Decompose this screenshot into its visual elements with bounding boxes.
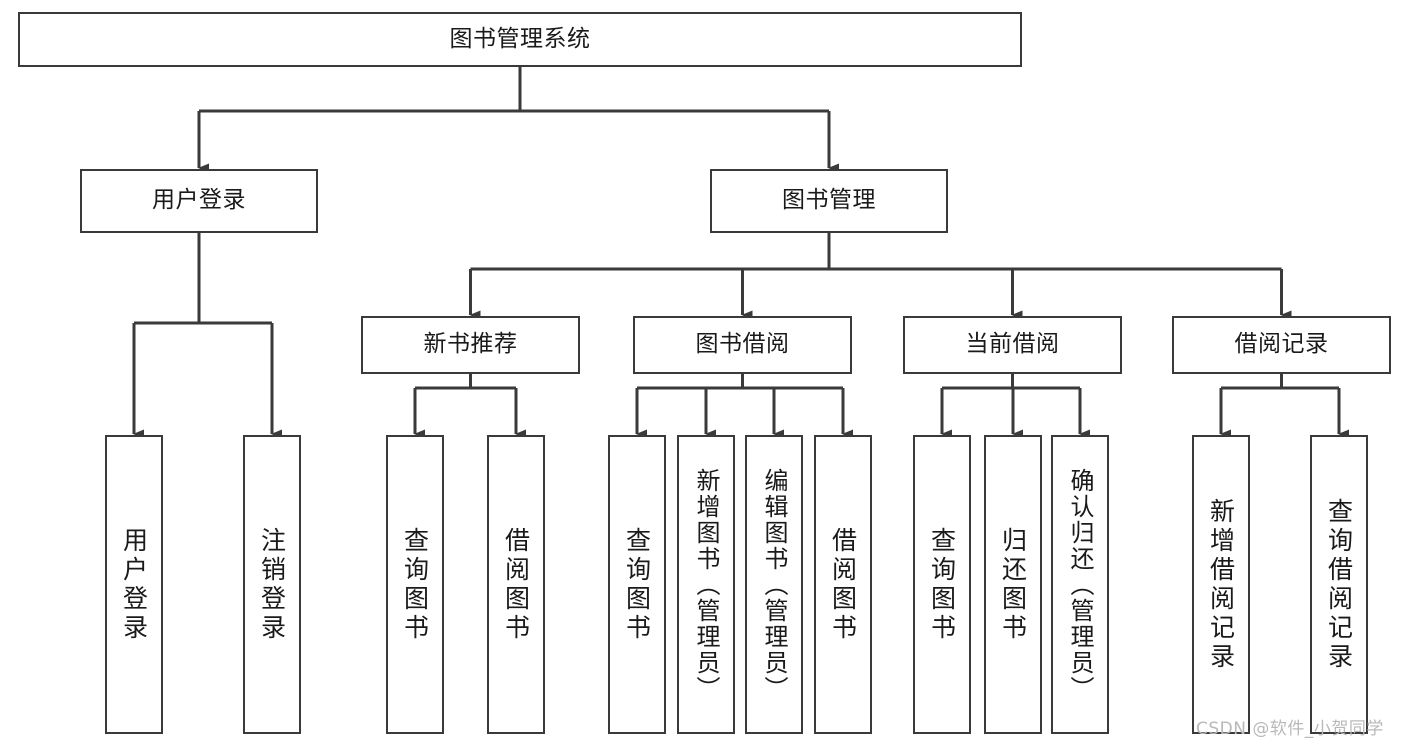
node-borrow-records-label: 借阅记录 bbox=[1234, 331, 1329, 358]
node-book-borrow[interactable]: 图书借阅 bbox=[633, 316, 852, 374]
node-leaf-confirm-return-admin[interactable]: 确认归还（管理员） bbox=[1051, 435, 1109, 734]
node-leaf-add-book-admin[interactable]: 新增图书（管理员） bbox=[677, 435, 735, 734]
node-leaf-logout-label: 注销登录 bbox=[257, 526, 287, 643]
node-leaf-user-login-label: 用户登录 bbox=[119, 526, 149, 643]
node-leaf-borrow-book-1-label: 借阅图书 bbox=[501, 526, 531, 643]
node-leaf-add-book-admin-label: 新增图书（管理员） bbox=[692, 467, 720, 702]
node-leaf-query-book-1[interactable]: 查询图书 bbox=[386, 435, 444, 734]
node-leaf-query-borrow-record-label: 查询借阅记录 bbox=[1324, 497, 1354, 672]
node-leaf-query-book-2-label: 查询图书 bbox=[622, 526, 652, 643]
node-leaf-edit-book-admin-label: 编辑图书（管理员） bbox=[760, 467, 788, 702]
node-root[interactable]: 图书管理系统 bbox=[18, 12, 1022, 67]
node-book-management[interactable]: 图书管理 bbox=[710, 169, 948, 233]
node-leaf-add-borrow-record-label: 新增借阅记录 bbox=[1206, 497, 1236, 672]
node-new-book-recommend-label: 新书推荐 bbox=[423, 331, 518, 358]
node-leaf-return-book[interactable]: 归还图书 bbox=[984, 435, 1042, 734]
node-book-borrow-label: 图书借阅 bbox=[695, 331, 790, 358]
node-user-login-label: 用户登录 bbox=[152, 187, 246, 214]
node-leaf-user-login[interactable]: 用户登录 bbox=[105, 435, 163, 734]
node-leaf-edit-book-admin[interactable]: 编辑图书（管理员） bbox=[745, 435, 803, 734]
node-leaf-query-book-1-label: 查询图书 bbox=[400, 526, 430, 643]
node-borrow-records[interactable]: 借阅记录 bbox=[1172, 316, 1391, 374]
node-leaf-query-borrow-record[interactable]: 查询借阅记录 bbox=[1310, 435, 1368, 734]
node-leaf-query-book-2[interactable]: 查询图书 bbox=[608, 435, 666, 734]
node-new-book-recommend[interactable]: 新书推荐 bbox=[361, 316, 580, 374]
watermark: CSDN @软件_小贺同学 bbox=[1196, 719, 1384, 739]
node-book-management-label: 图书管理 bbox=[782, 187, 876, 214]
node-leaf-borrow-book-2[interactable]: 借阅图书 bbox=[814, 435, 872, 734]
node-current-borrow-label: 当前借阅 bbox=[965, 331, 1060, 358]
node-leaf-query-book-3-label: 查询图书 bbox=[927, 526, 957, 643]
node-leaf-borrow-book-2-label: 借阅图书 bbox=[828, 526, 858, 643]
node-leaf-query-book-3[interactable]: 查询图书 bbox=[913, 435, 971, 734]
node-leaf-borrow-book-1[interactable]: 借阅图书 bbox=[487, 435, 545, 734]
node-leaf-add-borrow-record[interactable]: 新增借阅记录 bbox=[1192, 435, 1250, 734]
node-leaf-confirm-return-admin-label: 确认归还（管理员） bbox=[1066, 467, 1094, 702]
node-leaf-logout[interactable]: 注销登录 bbox=[243, 435, 301, 734]
node-root-label: 图书管理系统 bbox=[449, 25, 591, 52]
node-current-borrow[interactable]: 当前借阅 bbox=[903, 316, 1122, 374]
node-leaf-return-book-label: 归还图书 bbox=[998, 526, 1028, 643]
node-user-login[interactable]: 用户登录 bbox=[80, 169, 318, 233]
